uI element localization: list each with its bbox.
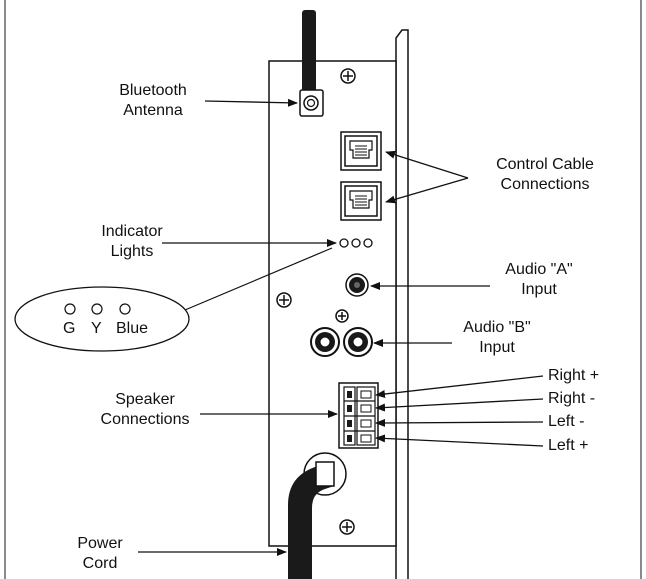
control-cable-arrow-upper [385, 150, 469, 179]
screw-icon [335, 309, 349, 323]
indicator-light-icon [351, 238, 361, 248]
callout-blue-label: Blue [116, 320, 149, 337]
audio-b-label-line2: Input [479, 339, 515, 356]
callout-light-icon [119, 303, 131, 315]
right-minus-label: Right - [548, 390, 596, 407]
side-plate [395, 29, 409, 579]
control-cable-arrow-lower [385, 177, 469, 204]
right-plus-label: Right + [548, 367, 600, 384]
antenna-nut-center [306, 98, 316, 108]
speaker-connections-label-line2: Connections [100, 411, 190, 428]
power-cord-label-line2: Cord [82, 555, 118, 572]
left-minus-label: Left - [548, 413, 585, 430]
audio-b-label-line1: Audio "B" [463, 319, 531, 336]
audio-a-label-line2: Input [521, 281, 557, 298]
cord-strain-relief [315, 461, 335, 487]
speaker-connections-label-line1: Speaker [115, 391, 175, 408]
rj45-jack-icon [340, 181, 382, 221]
callout-g-label: G [63, 320, 76, 337]
audio-a-label-line1: Audio "A" [505, 261, 573, 278]
bluetooth-antenna-label-line1: Bluetooth [119, 82, 187, 99]
bluetooth-antenna-arrow [204, 98, 298, 107]
control-cable-label-line2: Connections [500, 176, 590, 193]
indicator-light-icon [363, 238, 373, 248]
callout-light-icon [91, 303, 103, 315]
power-cord-label-line1: Power [77, 535, 123, 552]
indicator-lights-label-line1: Indicator [101, 223, 163, 240]
screw-icon [276, 292, 292, 308]
power-cord-label: Power Cord [60, 534, 140, 574]
audio-b-label: Audio "B" Input [452, 318, 542, 358]
antenna-rod [302, 10, 316, 94]
right-minus-arrow [375, 398, 544, 412]
control-cable-label: Control Cable Connections [470, 155, 620, 195]
power-cord-cable [288, 464, 334, 579]
audio-a-label: Audio "A" Input [494, 260, 584, 300]
bluetooth-antenna-label: Bluetooth Antenna [98, 81, 208, 121]
speaker-connections-label: Speaker Connections [90, 390, 200, 430]
left-minus-arrow [375, 418, 544, 427]
right-plus-arrow [375, 375, 544, 398]
audio-a-jack-icon [345, 273, 369, 297]
bluetooth-antenna-label-line2: Antenna [123, 102, 183, 119]
rca-jack-icon [310, 327, 340, 357]
screw-icon [340, 68, 356, 84]
control-cable-label-line1: Control Cable [496, 156, 594, 173]
indicator-callout-ellipse [14, 286, 190, 352]
callout-light-icon [64, 303, 76, 315]
screw-icon [339, 519, 355, 535]
left-plus-arrow [375, 434, 544, 447]
rca-jack-icon [343, 327, 373, 357]
callout-y-label: Y [91, 320, 102, 337]
callout-leader-line [184, 247, 333, 311]
left-plus-label: Left + [548, 437, 589, 454]
indicator-light-icon [339, 238, 349, 248]
indicator-lights-label: Indicator Lights [82, 222, 182, 262]
rj45-jack-icon [340, 131, 382, 171]
speaker-terminal-block-icon [338, 382, 379, 449]
indicator-lights-label-line2: Lights [110, 243, 154, 260]
